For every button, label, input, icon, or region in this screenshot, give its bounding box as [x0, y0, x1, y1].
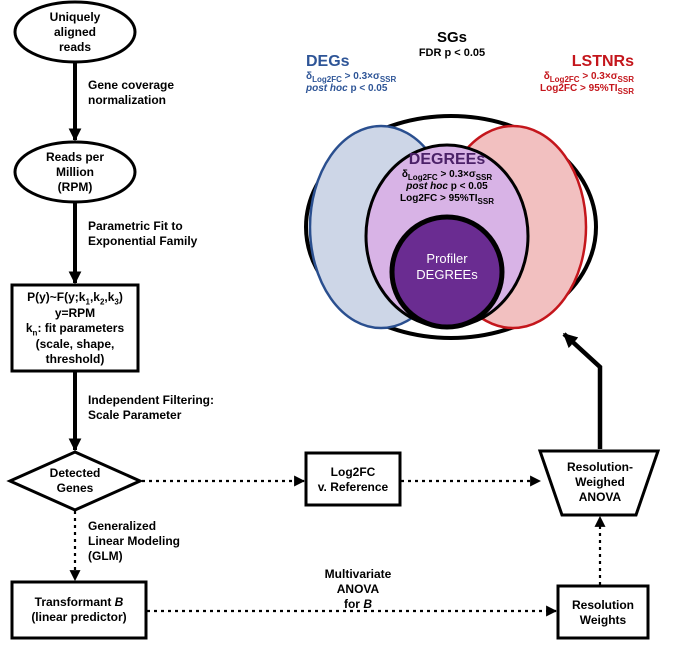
weights-line-1: Resolution: [572, 598, 634, 612]
edge-multivariate-line-2: ANOVA: [336, 582, 380, 596]
lstnrs-title: LSTNRs: [571, 53, 634, 70]
reads-line-1: Uniquely: [49, 10, 101, 24]
transformant-node: Transformant B (linear predictor): [12, 595, 146, 625]
reads-line-2: aligned: [53, 25, 96, 39]
fit-line-3: kn: fit parameters: [25, 321, 125, 338]
log2fc-node: Log2FC v. Reference: [306, 465, 400, 495]
edge-label-independent: Independent Filtering: Scale Parameter: [88, 393, 214, 423]
degs-criterion-2: post hoc p < 0.05: [306, 83, 388, 94]
fit-parameters-box: P(y)~F(y;k1,k2,k3) y=RPM kn: fit paramet…: [12, 290, 138, 368]
edge-glm-line-3: (GLM): [88, 549, 123, 563]
edge-label-parametric: Parametric Fit to Exponential Family: [88, 219, 197, 249]
edge-parametric-line-2: Exponential Family: [88, 234, 198, 248]
edge-independent-line-2: Scale Parameter: [88, 408, 182, 422]
reads-node: Uniquely aligned reads: [15, 10, 135, 55]
rpm-line-1: Reads per: [45, 150, 105, 164]
anova-line-2: Weighed: [575, 475, 625, 489]
degrees-criterion-3: Log2FC > 95%TISSR: [400, 193, 494, 206]
lstnrs-label: LSTNRs δLog2FC > 0.3×σSSR Log2FC > 95%TI…: [506, 52, 634, 96]
log2fc-box-shape: [304, 451, 402, 507]
degs-label: DEGs δLog2FC > 0.3×σSSR post hoc p < 0.0…: [306, 52, 396, 95]
arrow-anova-to-venn: [562, 332, 603, 449]
edge-glm-line-1: Generalized: [88, 519, 157, 533]
edge-glm-line-2: Linear Modeling: [88, 534, 181, 548]
resolution-weights-node: Resolution Weights: [558, 598, 648, 628]
degrees-label: DEGREEs δLog2FC > 0.3×σSSR post hoc p < …: [382, 150, 512, 206]
sgs-criterion: FDR p < 0.05: [418, 47, 486, 59]
edge-parametric-line-1: Parametric Fit to: [88, 219, 183, 233]
lstnrs-criterion-2: Log2FC > 95%TISSR: [540, 83, 634, 96]
detected-line-1: Detected: [49, 466, 101, 480]
edge-label-multivariate: Multivariate ANOVA for B: [303, 567, 413, 612]
log2fc-line-2: v. Reference: [317, 480, 389, 494]
rpm-node-shape: [13, 140, 137, 204]
degrees-criterion-2: post hoc p < 0.05: [406, 181, 488, 192]
fit-box-shape: [10, 283, 140, 373]
profiler-label: Profiler DEGREEs: [392, 251, 502, 283]
fit-line-1: P(y)~F(y;k1,k2,k3): [27, 290, 123, 307]
transformant-line-1: Transformant B: [34, 595, 124, 609]
transformant-box-shape: [10, 580, 148, 640]
log2fc-line-1: Log2FC: [330, 465, 376, 479]
anova-line-3: ANOVA: [578, 490, 622, 504]
profiler-line-2: DEGREEs: [416, 267, 478, 282]
resolution-weights-box-shape: [556, 584, 650, 640]
degrees-criterion-1: δLog2FC > 0.3×σSSR: [401, 169, 493, 182]
fit-line-5: threshold): [45, 352, 105, 366]
reads-node-shape: [13, 0, 137, 64]
sgs-label: SGs FDR p < 0.05: [382, 29, 522, 60]
transformant-line-2: (linear predictor): [31, 610, 127, 624]
lstnrs-criterion-1: δLog2FC > 0.3×σSSR: [543, 71, 634, 84]
edge-multivariate-line-3: for B: [343, 597, 372, 611]
weights-line-2: Weights: [579, 613, 627, 627]
anova-trapezoid: [537, 449, 661, 517]
rpm-line-2: Million: [56, 165, 94, 179]
profiler-line-1: Profiler: [426, 251, 468, 266]
detected-genes-diamond: [6, 450, 144, 512]
degs-criterion-1: δLog2FC > 0.3×σSSR: [306, 71, 397, 84]
degrees-title: DEGREEs: [408, 151, 486, 168]
sgs-title: SGs: [436, 29, 467, 46]
profiler-circle: [389, 214, 505, 330]
detected-line-2: Genes: [56, 481, 94, 495]
anova-line-1: Resolution-: [567, 460, 633, 474]
edge-independent-line-1: Independent Filtering:: [88, 393, 214, 407]
fit-line-2: y=RPM: [54, 305, 96, 320]
reads-line-3: reads: [58, 40, 92, 54]
edge-label-glm: Generalized Linear Modeling (GLM): [88, 519, 180, 564]
degs-title: DEGs: [306, 53, 350, 70]
edge-label-gene-coverage: Gene coverage normalization: [88, 78, 174, 108]
edge-gene-coverage-line-1: Gene coverage: [88, 78, 175, 92]
anova-node: Resolution- Weighed ANOVA: [545, 460, 655, 505]
edge-gene-coverage-line-2: normalization: [88, 93, 167, 107]
edge-multivariate-line-1: Multivariate: [324, 567, 392, 581]
detected-genes-node: Detected Genes: [30, 466, 120, 496]
rpm-line-3: (RPM): [57, 180, 93, 194]
rpm-node: Reads per Million (RPM): [15, 150, 135, 195]
fit-line-4: (scale, shape,: [35, 336, 115, 351]
